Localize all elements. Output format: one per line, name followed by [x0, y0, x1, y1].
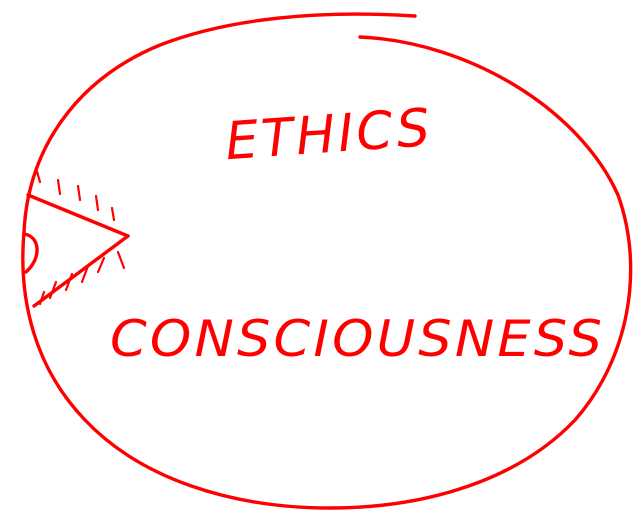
upper-eyelash-hatches: [34, 166, 116, 222]
ethics-label: ETHICS: [224, 98, 435, 172]
eye-wedge-lower-edge: [32, 234, 130, 308]
eye-pupil-arc: [22, 232, 39, 274]
consciousness-label: CONSCIOUSNESS: [110, 310, 605, 368]
enclosing-circle: [21, 12, 633, 510]
eye-wedge-upper-edge: [26, 193, 130, 238]
lower-eyelash-hatches: [38, 250, 126, 306]
